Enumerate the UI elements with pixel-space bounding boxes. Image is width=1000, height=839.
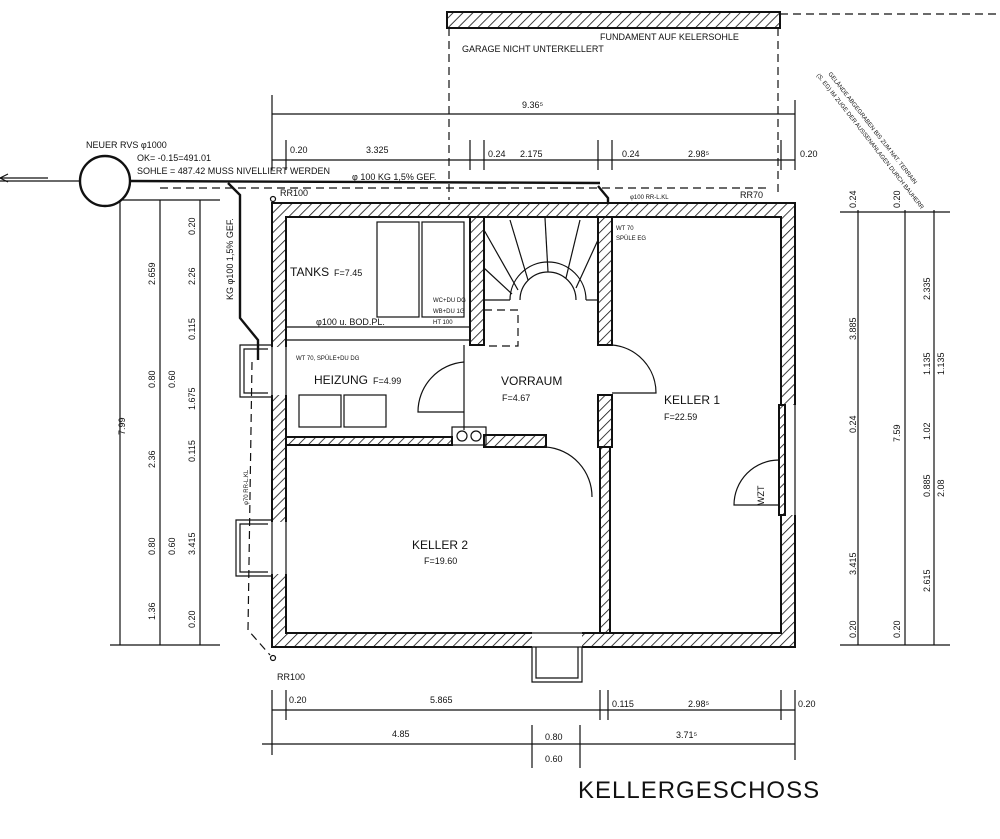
room-keller1-name: KELLER 1 (664, 393, 720, 407)
diagonal-note: GELÄNDE ABGEGRABEN BIS ZUM NAT. TERRAIN … (815, 71, 925, 211)
dim-left: 0.20 (187, 610, 197, 628)
room-tanks-name: TANKS (290, 265, 329, 279)
building-walls (235, 202, 796, 683)
dim-bottom: 0.60 (545, 754, 563, 764)
dim-bottom: 0.20 (289, 695, 307, 705)
dimension-lines (110, 95, 950, 768)
room-keller2-area: F=19.60 (424, 556, 457, 566)
pipe-top-label: φ 100 KG 1,5% GEF. (352, 172, 436, 182)
dim-left: 0.60 (167, 537, 177, 555)
rr100-bottom: RR100 (277, 672, 305, 682)
diagonal-note-line1: GELÄNDE ABGEGRABEN BIS ZUM NAT. TERRAIN (826, 71, 918, 186)
dim-left: 2.36 (147, 450, 157, 468)
dim-right: 7.59 (892, 424, 902, 442)
dim-bottom: 0.20 (798, 699, 816, 709)
dim-left: 0.20 (187, 217, 197, 235)
ht100: HT 100 (433, 320, 453, 326)
dim-top: 2.98⁵ (688, 149, 710, 159)
dim-left: 1.36 (147, 602, 157, 620)
dimension-texts: 9.36⁵ 0.20 3.325 0.24 2.175 0.24 2.98⁵ 0… (117, 100, 946, 764)
dim-right: 2.08 (936, 479, 946, 497)
dim-right: 3.415 (848, 552, 858, 575)
dim-right: 0.20 (892, 620, 902, 638)
dim-left-total: 7.99 (117, 417, 127, 435)
sewer-sohle: SOHLE = 487.42 MUSS NIVELLIERT WERDEN (137, 166, 330, 176)
dim-right: 0.20 (848, 620, 858, 638)
dim-right: 0.24 (848, 415, 858, 433)
diagonal-note-line2: (S. EG) IM ZUGE DER AUSSENANLAGEN DURCH … (815, 73, 925, 211)
dim-right: 2.615 (922, 569, 932, 592)
dim-bottom: 0.115 (612, 699, 634, 709)
room-tanks-area: F=7.45 (334, 268, 362, 278)
dim-left: 2.659 (147, 262, 157, 285)
annotations: RR100 RR100 RR70 WT 70 SPÜLE EG φ100 u. … (277, 188, 766, 682)
dim-left: 0.60 (167, 370, 177, 388)
dim-right: 1.02 (922, 422, 932, 440)
dim-top: 3.325 (366, 145, 389, 155)
drawing-title: KELLERGESCHOSS (578, 777, 820, 804)
dim-left: 2.26 (187, 267, 197, 285)
dim-left: 0.80 (147, 537, 157, 555)
dim-right: 3.885 (848, 317, 858, 340)
dim-bottom: 4.85 (392, 729, 410, 739)
dim-bottom: 5.865 (430, 695, 453, 705)
room-vorraum-name: VORRAUM (501, 374, 562, 388)
dim-bottom: 0.80 (545, 732, 563, 742)
wzt-label: WZT (756, 485, 766, 505)
dim-right: 1.135 (922, 352, 932, 375)
garage-label: GARAGE NICHT UNTERKELLERT (462, 44, 604, 54)
sewer-title: NEUER RVS φ1000 (86, 140, 167, 150)
pipe-left-lower-label: φ70 RR-L.KL (244, 469, 250, 505)
dim-top-total: 9.36⁵ (522, 100, 544, 110)
spuele-eg: SPÜLE EG (616, 235, 646, 242)
pipe-right-label: φ100 RR-L.KL (630, 195, 669, 201)
dim-top: 0.24 (622, 149, 640, 159)
dim-right: 0.885 (922, 474, 932, 497)
dim-top: 2.175 (520, 149, 543, 159)
rr100-top: RR100 (280, 188, 308, 198)
sewer-ok: OK= -0.15=491.01 (137, 153, 211, 163)
rr70: RR70 (740, 190, 763, 200)
dim-top: 0.20 (800, 149, 818, 159)
dim-right: 2.335 (922, 277, 932, 300)
dim-bottom: 2.98⁵ (688, 699, 710, 709)
room-heizung-area: F=4.99 (373, 376, 401, 386)
dim-right: 0.24 (848, 190, 858, 208)
room-heizung-name: HEIZUNG (314, 373, 368, 387)
dim-left: 0.80 (147, 370, 157, 388)
foundation-label: FUNDAMENT AUF KELERSOHLE (600, 32, 739, 42)
staircase (483, 217, 599, 347)
pipe-left-label: KG φ100 1,5% GEF. (225, 218, 235, 300)
dim-left: 1.675 (187, 387, 197, 410)
sewer-shaft: NEUER RVS φ1000 OK= -0.15=491.01 SOHLE =… (0, 140, 785, 662)
dim-right: 0.20 (892, 190, 902, 208)
room-keller1-area: F=22.59 (664, 412, 697, 422)
room-keller2-name: KELLER 2 (412, 538, 468, 552)
dim-right: 1.135 (936, 352, 946, 375)
wb-du-1g: WB+DU 1G (433, 309, 465, 315)
wc-du-dg: WC+DU DG (433, 298, 466, 304)
wt70-spuele: WT 70 (616, 226, 634, 232)
dim-top: 0.24 (488, 149, 506, 159)
dim-top: 0.20 (290, 145, 308, 155)
dim-left: 3.415 (187, 532, 197, 555)
dim-left: 0.115 (187, 318, 197, 340)
dim-left: 0.115 (187, 440, 197, 462)
garage: GARAGE NICHT UNTERKELLERT FUNDAMENT AUF … (160, 11, 781, 200)
dim-bottom: 3.71⁵ (676, 730, 698, 740)
bodpl-label: φ100 u. BOD.PL. (316, 317, 385, 327)
room-labels: TANKS F=7.45 HEIZUNG F=4.99 VORRAUM F=4.… (290, 265, 720, 566)
room-vorraum-area: F=4.67 (502, 393, 530, 403)
wt70-heizung: WT 70, SPÜLE+DU DG (296, 355, 360, 362)
